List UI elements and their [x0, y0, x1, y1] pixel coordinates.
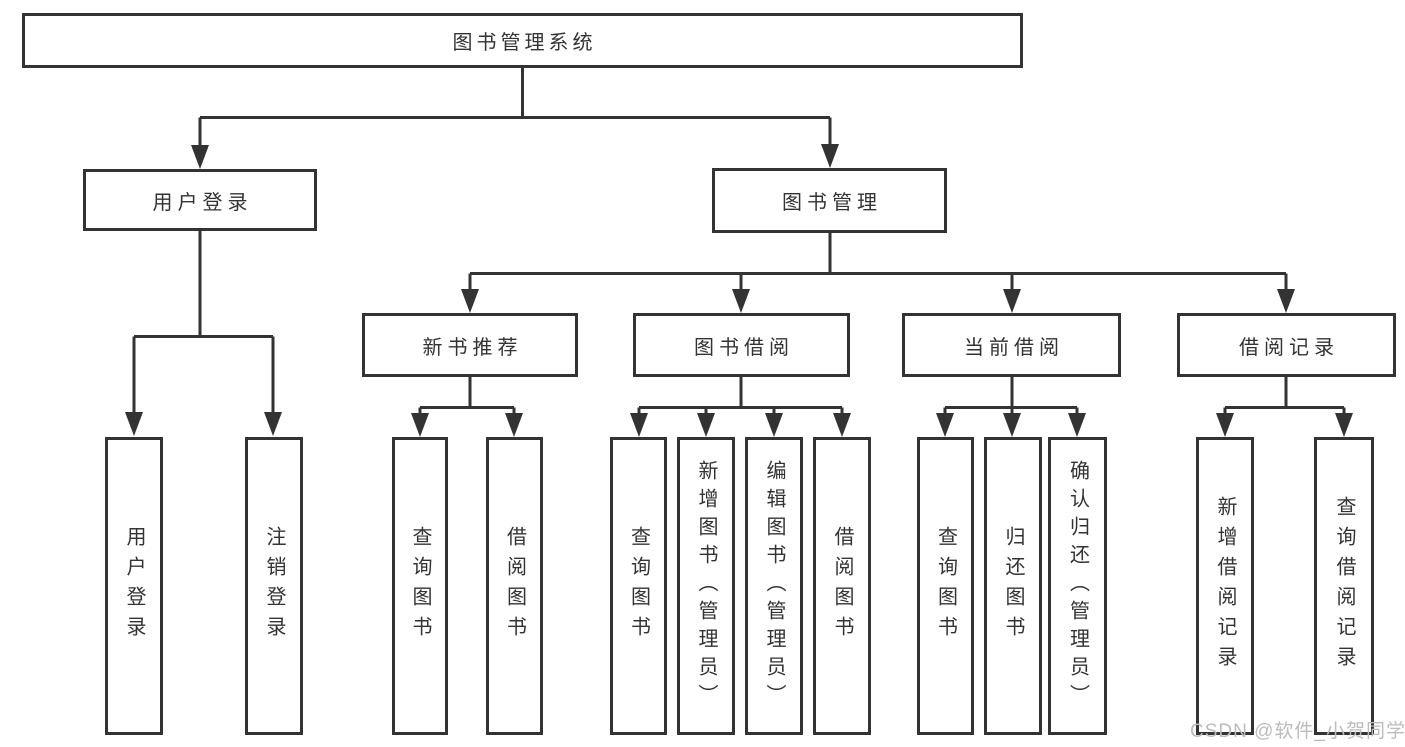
node-user-login: 用户登录 [83, 169, 317, 231]
arrowhead [1277, 289, 1295, 313]
node-borrowing-records: 借阅记录 [1177, 313, 1396, 377]
node-label: 图书借阅 [694, 336, 794, 359]
node-label: 新增图书（管理员） [695, 460, 717, 712]
arrowhead [765, 413, 783, 437]
arrowhead [125, 412, 143, 436]
arrowhead [1335, 413, 1353, 437]
arrowhead [461, 289, 479, 313]
arrowhead [833, 413, 851, 437]
leaf-query-borrow-record: 查询借阅记录 [1314, 437, 1374, 735]
node-label: 注销登录 [263, 526, 285, 646]
node-label: 新书推荐 [422, 336, 523, 359]
node-label: 用户登录 [123, 526, 145, 646]
node-label: 借阅图书 [831, 526, 853, 646]
node-library-management-system: 图书管理系统 [22, 13, 1023, 68]
node-label: 借阅图书 [503, 526, 526, 646]
arrowhead [1003, 289, 1021, 313]
leaf-return-books: 归还图书 [984, 437, 1042, 735]
leaf-add-borrow-record: 新增借阅记录 [1196, 437, 1254, 735]
arrowhead [732, 289, 750, 313]
node-label: 查询图书 [934, 526, 957, 646]
node-label: 归还图书 [1002, 526, 1024, 646]
node-label: 图书管理 [782, 192, 882, 214]
node-label: 编辑图书（管理员） [763, 460, 785, 712]
arrowheads [125, 144, 1353, 437]
node-label: 图书管理系统 [452, 32, 597, 54]
node-label: 当前借阅 [964, 336, 1064, 359]
arrowhead [1068, 413, 1086, 437]
leaf-query-books-recommend: 查询图书 [392, 437, 448, 735]
leaf-add-books-admin: 新增图书（管理员） [677, 437, 735, 735]
arrowhead [630, 413, 648, 437]
node-label: 用户登录 [152, 191, 253, 214]
csdn-watermark: CSDN @软件_小贺同学 [1190, 721, 1405, 742]
arrowhead [936, 413, 954, 437]
node-label: 确认归还（管理员） [1066, 460, 1089, 712]
leaf-query-books-current: 查询图书 [917, 437, 974, 735]
node-new-book-recommendation: 新书推荐 [362, 313, 578, 377]
arrowhead [1003, 413, 1021, 437]
arrowhead [191, 145, 209, 169]
leaf-user-login: 用户登录 [105, 437, 163, 735]
leaf-logout: 注销登录 [245, 437, 303, 735]
leaf-borrow-books-recommend: 借阅图书 [486, 437, 543, 735]
arrowhead [411, 413, 429, 437]
leaf-confirm-return-admin: 确认归还（管理员） [1048, 437, 1107, 735]
arrowhead [264, 412, 282, 436]
arrowhead [1216, 413, 1234, 437]
node-book-management: 图书管理 [712, 168, 947, 233]
node-label: 查询借阅记录 [1333, 496, 1355, 676]
node-label: 新增借阅记录 [1214, 496, 1236, 676]
arrowhead [505, 413, 523, 437]
leaf-borrow-books: 借阅图书 [813, 437, 871, 735]
arrowhead [697, 413, 715, 437]
node-book-borrowing: 图书借阅 [633, 313, 850, 377]
node-label: 借阅记录 [1239, 336, 1339, 359]
node-label: 查询图书 [627, 526, 650, 646]
leaf-query-books-borrow: 查询图书 [610, 437, 667, 735]
leaf-edit-books-admin: 编辑图书（管理员） [745, 437, 803, 735]
connector-strokes [132, 68, 1346, 414]
node-label: 查询图书 [409, 526, 431, 646]
arrowhead [821, 144, 839, 168]
node-current-borrowing: 当前借阅 [902, 313, 1121, 377]
